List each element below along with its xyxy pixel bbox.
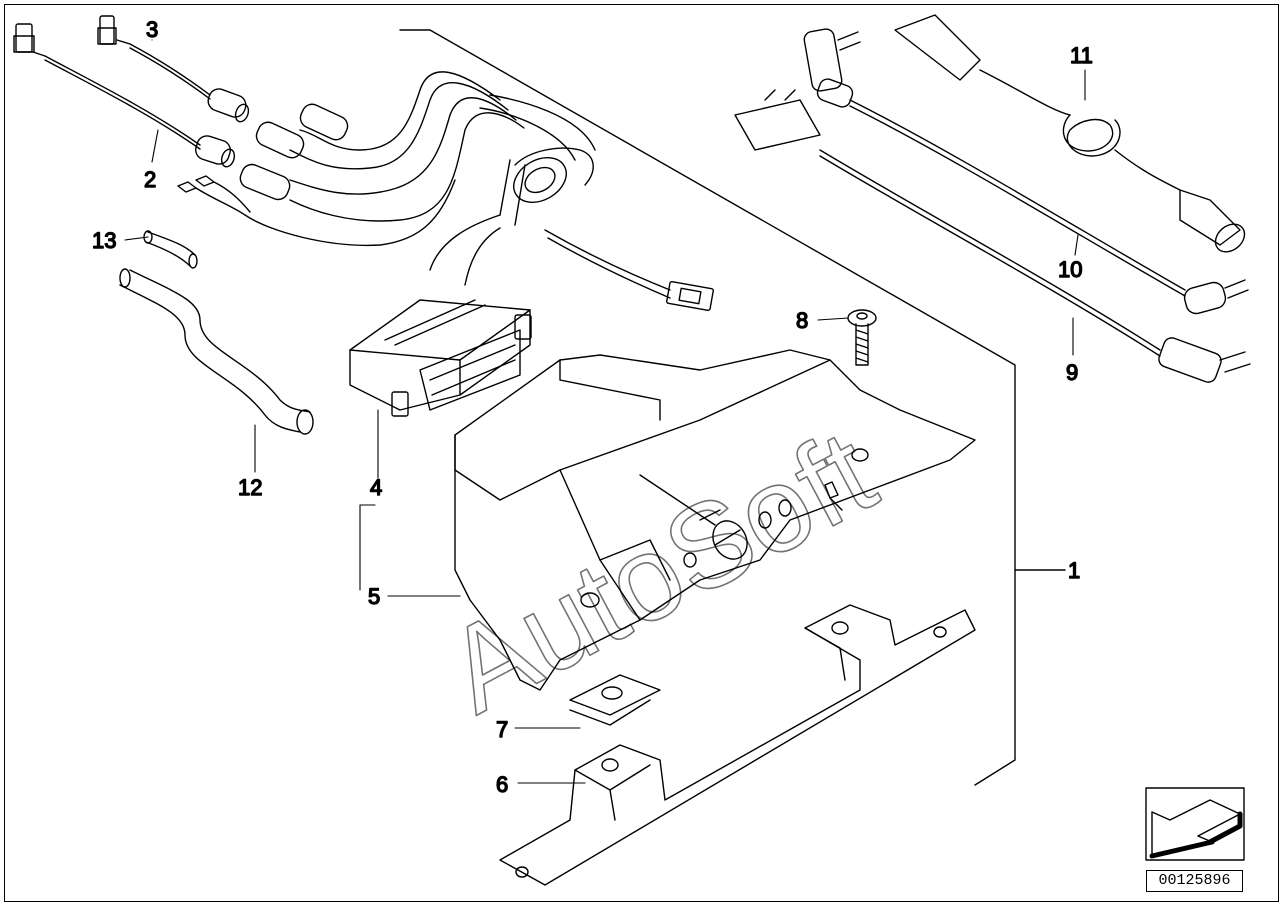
watermark: AutoSoft <box>425 404 894 738</box>
callout-12: 12 <box>238 475 262 500</box>
screw-part-8 <box>847 309 877 366</box>
callout-3: 3 <box>146 17 158 42</box>
callout-6: 6 <box>496 772 508 797</box>
connector-part-4 <box>349 299 532 417</box>
callout-13: 13 <box>92 228 116 253</box>
cable-part-3 <box>97 15 250 123</box>
callout-2: 2 <box>144 167 156 192</box>
hose-part-13 <box>143 230 198 269</box>
callout-9: 9 <box>1066 360 1078 385</box>
return-arrow-icon[interactable] <box>1145 787 1245 861</box>
wiring-harness <box>239 71 714 312</box>
callout-1: 1 <box>1068 558 1080 583</box>
cable-part-11 <box>894 14 1246 253</box>
diagram-border <box>4 4 1279 902</box>
cable-part-9 <box>734 89 1251 383</box>
callout-11: 11 <box>1070 43 1093 68</box>
group-bracket-1 <box>399 29 1066 786</box>
hose-part-12 <box>119 268 314 435</box>
callout-4: 4 <box>370 475 382 500</box>
callout-5: 5 <box>368 584 380 609</box>
small-plug-wires <box>177 175 456 247</box>
clip-part-7 <box>569 674 661 726</box>
cable-part-2 <box>13 23 236 168</box>
cable-part-10 <box>803 28 1249 315</box>
callout-10: 10 <box>1058 257 1082 282</box>
housing-part-5 <box>454 349 976 691</box>
callout-8: 8 <box>796 308 808 333</box>
leader-lines <box>124 39 1086 784</box>
part-number-label: 00125896 <box>1146 870 1243 892</box>
callout-7: 7 <box>496 717 508 742</box>
bracket-part-6 <box>499 604 976 886</box>
